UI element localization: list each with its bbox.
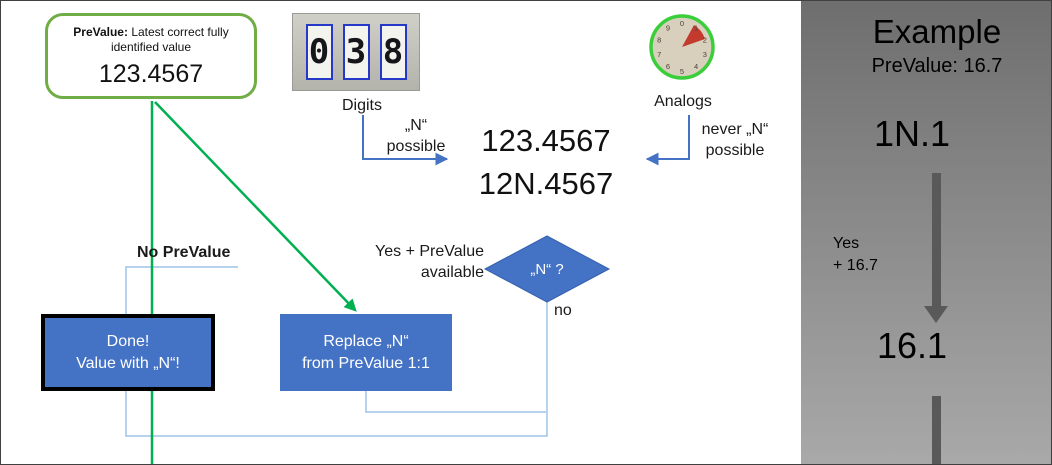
svg-text:7: 7: [657, 50, 661, 59]
digit-tile: 3: [342, 24, 370, 80]
svg-text:9: 9: [666, 23, 670, 32]
svg-text:2: 2: [703, 35, 707, 44]
prevalue-description: PreValue: Latest correct fully identifie…: [48, 25, 254, 55]
svg-text:8: 8: [657, 35, 661, 44]
digit-tile: 0: [305, 24, 333, 80]
yes-prevalue-label: Yes + PreValue available: [375, 243, 484, 281]
never-n-label: never „N“ possible: [701, 121, 769, 159]
prevalue-label: PreValue:: [73, 25, 128, 39]
diamond-label: „N“ ?: [530, 261, 564, 278]
svg-text:4: 4: [694, 62, 698, 71]
done-box-label: Done! Value with „N“!: [76, 332, 180, 372]
gauge-needle: [682, 25, 705, 47]
example-step-label: Yes + 16.7: [833, 235, 878, 274]
no-prevalue-label: No PreValue: [137, 244, 231, 261]
svg-text:1: 1: [694, 23, 698, 32]
example-panel: Example PreValue: 16.7 1N.1 Yes + 16.7 1…: [801, 1, 1051, 464]
example-arrow-down-2: [932, 396, 941, 464]
green-arrow-to-replace: [154, 101, 357, 312]
analogs-image: 0 12 34 5 67 89: [649, 14, 715, 80]
replace-box-label: Replace „N“ from PreValue 1:1: [302, 332, 430, 372]
prevalue-description-text: Latest correct fully identified value: [110, 25, 229, 54]
svg-text:6: 6: [666, 62, 670, 71]
prevalue-value: 123.4567: [98, 60, 204, 88]
digit-tile: 8: [379, 24, 407, 80]
example-subtitle: PreValue: 16.7: [871, 55, 1003, 77]
recognized-values: 123.4567 12N.4567: [478, 123, 614, 201]
example-title: Example: [872, 13, 1002, 50]
done-box: Done! Value with „N“!: [41, 314, 215, 391]
svg-text:0: 0: [680, 19, 684, 28]
example-value-after: 16.1: [876, 325, 948, 366]
prevalue-box: PreValue: Latest correct fully identifie…: [45, 13, 257, 99]
example-arrow-down-1-head: [924, 306, 948, 323]
gauge-dial-numbers: 0 12 34 5 67 89: [657, 19, 707, 76]
example-arrow-down-1: [932, 173, 941, 307]
no-label: no: [554, 302, 572, 319]
svg-text:3: 3: [703, 50, 707, 59]
example-value-before: 1N.1: [873, 113, 951, 154]
replace-box: Replace „N“ from PreValue 1:1: [280, 314, 452, 391]
connector-replace-path: [365, 390, 546, 413]
digits-caption: Digits: [341, 97, 382, 114]
analogs-caption: Analogs: [654, 93, 712, 110]
svg-text:5: 5: [680, 67, 684, 76]
